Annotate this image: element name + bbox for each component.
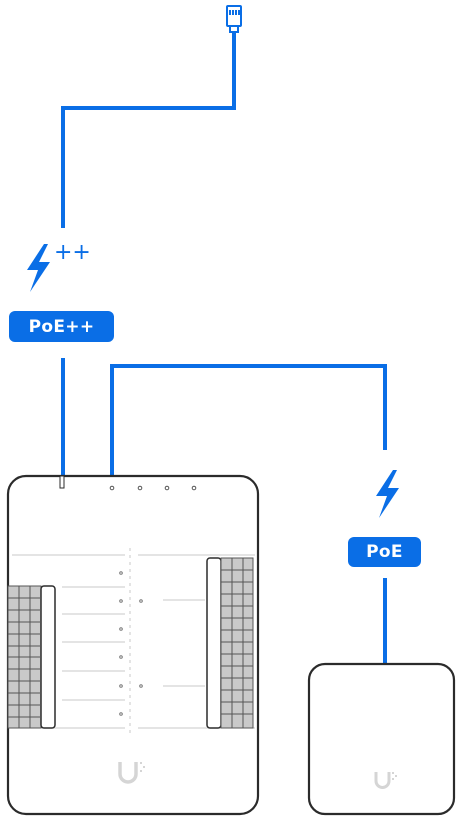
lightning-bolt-icon: [376, 470, 399, 518]
poe-plus-plus-badge: PoE++: [9, 311, 114, 342]
power-plus-marks: ++: [54, 240, 91, 265]
ubiquiti-logo-icon: [118, 762, 145, 784]
access-hub-device: [6, 474, 260, 816]
poe-badge: PoE: [348, 537, 421, 567]
reader-device: [307, 662, 456, 816]
internal-lines: [12, 548, 255, 735]
uplink-cable: [61, 32, 236, 228]
right-terminal-block: [206, 557, 254, 729]
ethernet-plug-icon: [226, 5, 242, 33]
ubiquiti-logo-icon: [374, 772, 397, 789]
left-terminal-block: [7, 585, 56, 729]
reader-cable: [110, 364, 387, 476]
lightning-bolt-icon: [27, 244, 50, 292]
status-leds: [109, 485, 197, 491]
